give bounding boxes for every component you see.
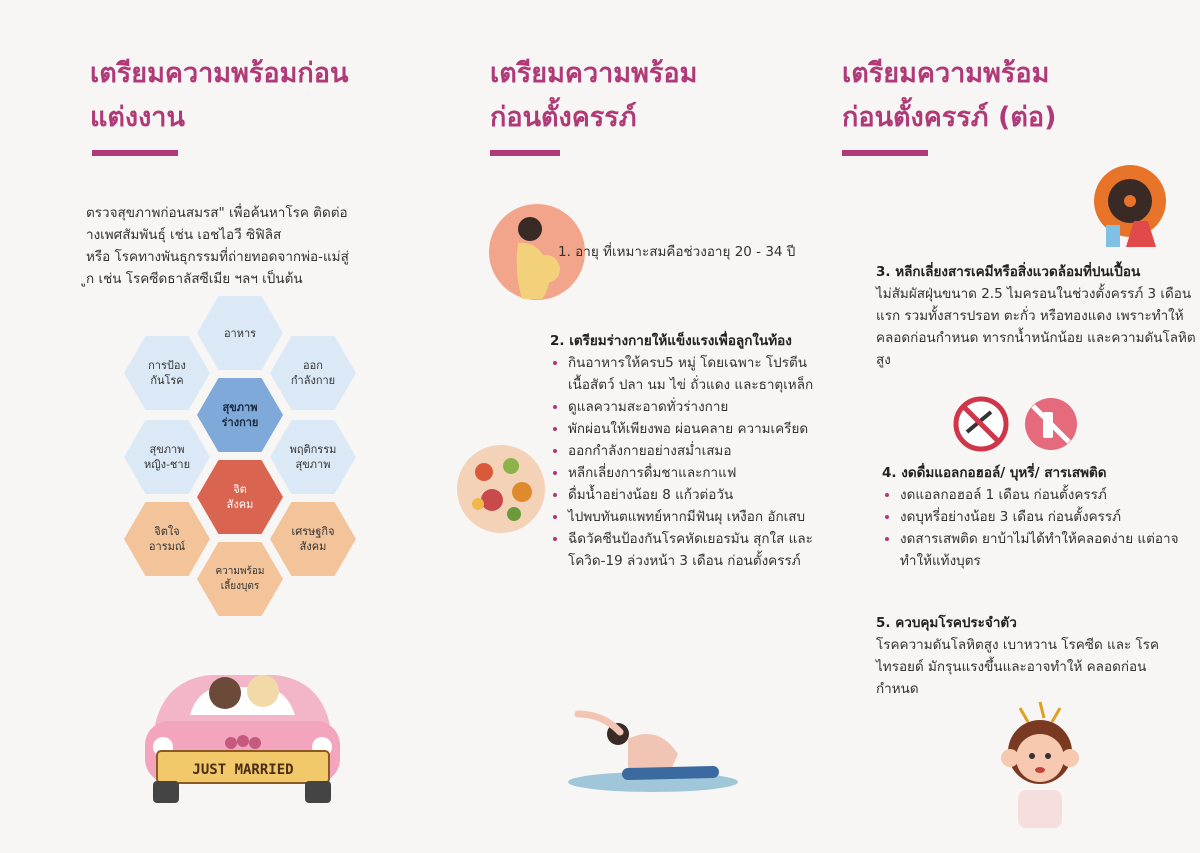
panel3-title-rule — [842, 150, 928, 156]
hex-emotion: จิตใจอารมณ์ — [124, 502, 210, 576]
chemical-hazard-icon — [1094, 165, 1166, 247]
wedding-car-icon: JUST MARRIED — [145, 675, 340, 803]
no-alcohol-icon — [1025, 398, 1077, 450]
item3-chemicals: 3. หลีกเลี่ยงสารเคมีหรือสิ่งแวดล้อมที่ปน… — [876, 261, 1196, 371]
car-sign-text: JUST MARRIED — [192, 762, 293, 778]
panel3-title: เตรียมความพร้อม ก่อนตั้งครรภ์ (ต่อ) — [842, 58, 1057, 133]
item4-heading: 4. งดดื่มแอลกอฮอล์/ บุหรี่/ สารเสพติด — [882, 465, 1107, 481]
stressed-woman-icon — [1001, 701, 1079, 828]
list-item: ออกกำลังกายอย่างสม่ำเสมอ — [568, 440, 820, 462]
item3-heading: 3. หลีกเลี่ยงสารเคมีหรือสิ่งแวดล้อมที่ปน… — [876, 264, 1141, 280]
list-item: ดื่มน้ำอย่างน้อย 8 แก้วต่อวัน — [568, 484, 820, 506]
hex-gender-health: สุขภาพหญิง-ชาย — [124, 420, 210, 494]
hex-disease-prevention: การป้องกันโรค — [124, 336, 210, 410]
list-item: กินอาหารให้ครบ5 หมู่ โดยเฉพาะ โปรตีน เนื… — [568, 352, 820, 396]
no-drugs-icon — [953, 396, 1009, 452]
list-item: พักผ่อนให้เพียงพอ ผ่อนคลาย ความเครียด — [568, 418, 820, 440]
panel-before-pregnancy: เตรียมความพร้อม ก่อนตั้งครรภ์ 1. อายุ ที… — [400, 0, 820, 853]
list-item: หลีกเลี่ยงการดื่มชาและกาแฟ — [568, 462, 820, 484]
item5-text: โรคความดันโลหิตสูง เบาหวาน โรคซีด และ โร… — [876, 637, 1160, 697]
item5-chronic-disease: 5. ควบคุมโรคประจำตัว โรคความดันโลหิตสูง … — [876, 612, 1176, 700]
list-item: งดแอลกอฮอล์ 1 เดือน ก่อนตั้งครรภ์ — [900, 484, 1200, 506]
hex-health-behavior: พฤติกรรมสุขภาพ — [270, 420, 356, 494]
list-item: ดูแลความสะอาดทั่วร่างกาย — [568, 396, 820, 418]
panel2-title-rule — [490, 150, 560, 156]
panel1-title: เตรียมความพร้อมก่อน แต่งงาน — [90, 58, 349, 133]
hex-socioeconomic: เศรษฐกิจสังคม — [270, 502, 356, 576]
list-item: ฉีดวัคซีนป้องกันโรคหัดเยอรมัน สุกใส และโ… — [568, 528, 820, 572]
panel1-intro: ตรวจสุขภาพก่อนสมรส" เพื่อค้นหาโรค ติดต่อ… — [86, 205, 349, 287]
hex-physical-health: สุขภาพร่างกาย — [197, 378, 283, 452]
item2-body-prep: 2. เตรียมร่างกายให้แข็งแรงเพื่อลูกในท้อง… — [550, 330, 820, 572]
panel-before-pregnancy-continued: เตรียมความพร้อม ก่อนตั้งครรภ์ (ต่อ) 3. ห… — [820, 0, 1200, 853]
panel-before-marriage: เตรียมความพร้อมก่อน แต่งงาน ตรวจสุขภาพก่… — [0, 0, 400, 853]
item5-heading: 5. ควบคุมโรคประจำตัว — [876, 615, 1017, 631]
item4-no-substances: 4. งดดื่มแอลกอฮอล์/ บุหรี่/ สารเสพติด งด… — [882, 462, 1200, 572]
panel2-title: เตรียมความพร้อม ก่อนตั้งครรภ์ — [490, 58, 698, 133]
item1-age: 1. อายุ ที่เหมาะสมคือช่วงอายุ 20 - 34 ปี — [558, 244, 796, 260]
item3-text: ไม่สัมผัสฝุ่นขนาด 2.5 ไมครอนในช่วงตั้งคร… — [876, 286, 1196, 368]
item2-heading: 2. เตรียมร่างกายให้แข็งแรงเพื่อลูกในท้อง — [550, 333, 792, 349]
hex-exercise: ออกกำลังกาย — [270, 336, 356, 410]
item4-bullet-list: งดแอลกอฮอล์ 1 เดือน ก่อนตั้งครรภ์ งดบุหร… — [882, 484, 1200, 572]
list-item: งดสารเสพติด ยาบ้าไม่ได้ทำให้คลอดง่าย แต่… — [900, 528, 1200, 572]
hex-psychosocial: จิตสังคม — [197, 460, 283, 534]
hex-parenting-readiness: ความพร้อมเลี้ยงบุตร — [197, 542, 283, 616]
panel1-title-rule — [92, 150, 178, 156]
pregnant-yoga-icon — [568, 710, 738, 792]
hex-food: อาหาร — [197, 296, 283, 370]
list-item: งดบุหรี่อย่างน้อย 3 เดือน ก่อนตั้งครรภ์ — [900, 506, 1200, 528]
item2-bullet-list: กินอาหารให้ครบ5 หมู่ โดยเฉพาะ โปรตีน เนื… — [550, 352, 820, 572]
healthy-food-icon — [457, 445, 545, 533]
list-item: ไปพบทันตแพทย์หากมีฟันผุ เหงือก อักเสบ — [568, 506, 820, 528]
pregnant-woman-icon — [489, 204, 585, 300]
